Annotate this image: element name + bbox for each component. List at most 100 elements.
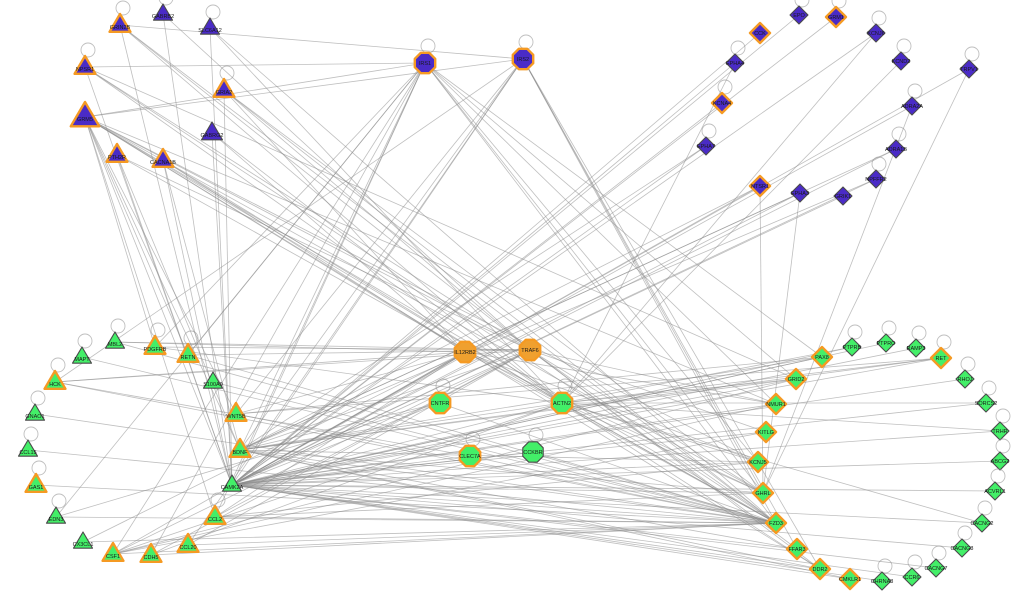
edge-BDNF-NTSR1[interactable] [239,185,761,451]
edge-GRIN2B-FZD3[interactable] [119,24,777,524]
edge-FZD3-MBL2[interactable] [114,341,777,524]
edge-IRS2-HCK[interactable] [54,58,524,383]
edge-GRM5-DDR2[interactable] [84,116,821,570]
edge-IRS1-CDH5[interactable] [150,62,426,556]
node-CCKBR[interactable]: CCKBR [522,427,544,463]
edge-CAMK2A-CACNG7[interactable] [231,484,937,569]
edge-TRAF6-KITLG[interactable] [529,349,767,433]
self-loop-KCNA4[interactable] [717,79,733,95]
edge-BDNF-ADRA1B[interactable] [239,148,897,451]
node-NPSR1[interactable]: NPSR1 [73,42,97,76]
edge-IL12RB2-CX3CL1[interactable] [82,351,466,543]
edge-CACNA1B-IL12RB2[interactable] [162,159,466,353]
edge-ACTN2-TRHR[interactable] [561,402,1001,432]
edge-KCNJ6-ACTN2[interactable] [561,32,877,404]
node-TRPV1[interactable]: TRPV1 [959,46,980,79]
self-loop-ACVRL1[interactable] [990,468,1006,484]
self-loop-PTPRB[interactable] [847,324,863,340]
self-loop-EDN3[interactable] [51,493,67,509]
self-loop-TRPV1[interactable] [964,46,980,62]
edge-BDNF-RET[interactable] [239,357,942,451]
node-MAPT[interactable]: MAPT [71,333,93,364]
node-EPHA3[interactable]: EPHA3 [790,183,810,203]
edge-CAMK2A-KITLG[interactable] [231,431,767,486]
edge-GRM5-CAMK2A[interactable] [84,116,233,486]
edge-FZD3-CDH5[interactable] [150,522,777,556]
edge-IRS2-CCL20[interactable] [187,58,524,546]
edge-IRS1-BDNF[interactable] [239,62,426,451]
self-loop-GABRB2[interactable] [158,0,174,6]
edge-ACTN2-GHRL[interactable] [561,402,764,494]
edge-CLEC7A-FZD3[interactable] [469,455,777,524]
edge-IRS2-WNT5B[interactable] [235,58,524,415]
self-loop-IRS2[interactable] [518,34,534,50]
self-loop-PTPRO[interactable] [881,320,897,336]
edge-CAMK2A-EPHA4[interactable] [231,62,736,486]
edge-CNTFR-EDN3[interactable] [55,402,441,518]
edge-GRM5-GHRL[interactable] [84,116,764,494]
edge-CACNA1B-ACTN2[interactable] [162,159,563,404]
edge-CAMK2A-KCNJ5[interactable] [231,461,759,486]
edge-IRS1-EDN3[interactable] [55,62,426,518]
self-loop-NPSR1[interactable] [80,42,96,58]
node-GABRB2[interactable]: GABRB2 [152,0,174,21]
self-loop-RAMP3[interactable] [911,325,927,341]
self-loop-ADRA1B[interactable] [891,126,907,142]
edge-GRM5-IRS1[interactable] [84,62,426,118]
node-RAMP3[interactable]: RAMP3 [906,325,927,358]
edge-CAMK2A-DDR2[interactable] [231,484,821,570]
edge-BDNF-DDR2[interactable] [239,449,821,570]
self-loop-CACNG2[interactable] [977,500,993,516]
self-loop-ADRA2A[interactable] [907,83,923,99]
node-KITLG[interactable]: KITLG [754,420,778,444]
node-GRIA2[interactable]: GRIA2 [212,65,236,99]
node-CCL2[interactable]: CCL2 [203,492,227,526]
node-ACVRL1[interactable]: ACVRL1 [984,468,1006,501]
node-SORCS2[interactable]: SORCS2 [975,380,998,413]
edge-CAMK2A-TRHR[interactable] [231,430,1001,486]
edge-ADRA2A-GHRL[interactable] [762,105,913,494]
node-TRHR[interactable]: TRHR [990,408,1011,441]
self-loop-KCND2[interactable] [896,38,912,54]
self-loop-CCR6[interactable] [907,554,923,570]
edge-FZD3-S100A9[interactable] [212,381,777,524]
edge-CAMK2A-GRM1[interactable] [231,16,837,486]
node-CMKLR1[interactable]: CMKLR1 [838,567,862,591]
node-GRM5[interactable]: GRM5 [69,100,101,128]
edge-IRS1-GHRL[interactable] [424,62,764,494]
edge-CAMK2A-PAX8[interactable] [231,356,823,486]
edge-NPSR1-TRAF6[interactable] [84,66,531,351]
edge-CAMK2A-ADRA2A[interactable] [231,105,913,486]
edge-FZD3-GNAO1[interactable] [34,413,777,524]
edge-CLEC7A-CAMK2A[interactable] [231,455,471,486]
self-loop-CACNG7[interactable] [931,545,947,561]
edge-ACTN2-CAMK2A[interactable] [231,402,563,486]
node-DDR2[interactable]: DDR2 [808,557,832,581]
edge-ACTN2-CACNG2[interactable] [561,402,983,524]
self-loop-EPHA4[interactable] [730,40,746,56]
self-loop-CHRNA3[interactable] [877,558,893,574]
edge-CNTFR-FZD3[interactable] [439,402,777,524]
node-ACTN2[interactable]: ACTN2 [550,378,574,415]
self-loop-TRHR[interactable] [995,408,1011,424]
node-IRS2[interactable]: IRS2 [511,34,535,71]
edge-GHRL-CCL2[interactable] [214,492,764,518]
edge-CAMK2A-FFAR3[interactable] [231,484,798,550]
node-RET[interactable]: RET [929,334,953,370]
node-ADRA1B[interactable]: ADRA1B [885,126,907,159]
edge-FZD3-CX3CL1[interactable] [82,522,777,543]
edge-GRIA2-GHRL[interactable] [223,89,764,494]
self-loop-SORCS2[interactable] [981,380,997,396]
edge-RET-WNT5B[interactable] [235,357,942,415]
node-CX3CL1[interactable]: CX3CL1 [73,531,94,549]
edge-GRM5-RETN[interactable] [84,116,189,356]
node-KCND2[interactable]: KCND2 [891,38,912,71]
edge-ACTN2-FZD3[interactable] [561,402,777,524]
edge-ACTN2-KCNJ5[interactable] [561,402,759,463]
edge-NPSR1-GRID2[interactable] [84,66,797,380]
self-loop-RHOJ[interactable] [960,356,976,372]
edge-FZD3-GAS1[interactable] [35,484,777,524]
edge-PTH2R-CAMK2A[interactable] [116,154,233,486]
edge-FZD3-WNT5B[interactable] [235,413,777,524]
self-loop-RET[interactable] [936,334,952,350]
